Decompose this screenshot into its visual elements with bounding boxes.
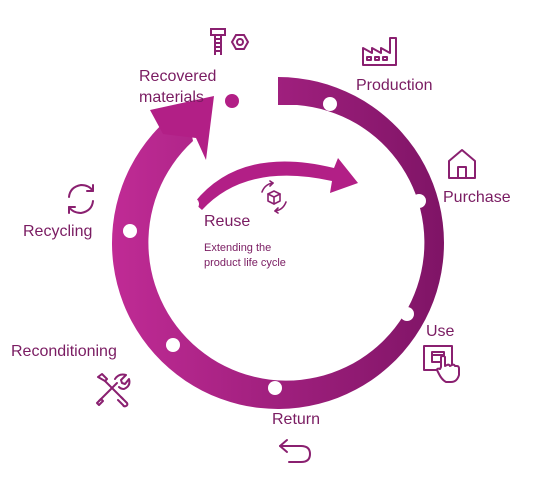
wrench-and-screwdriver-icon: [93, 371, 131, 414]
reuse-cube-icon: [257, 180, 291, 219]
production-label: Production: [356, 77, 433, 94]
reuse-description-line2: product life cycle: [204, 257, 286, 269]
marker-purchase: [412, 194, 426, 208]
reconditioning-label: Reconditioning: [11, 343, 117, 360]
marker-production: [323, 97, 337, 111]
marker-return: [268, 381, 282, 395]
return-arrow-icon: [277, 436, 313, 471]
bolt-and-nut-icon: [209, 26, 251, 63]
reuse-arc: [194, 158, 358, 210]
recovered-materials-label-line2: materials: [139, 89, 204, 106]
purchase-label: Purchase: [443, 189, 511, 206]
recovered-materials-label-line1: Recovered: [139, 68, 217, 85]
circular-arrows-icon: [62, 180, 100, 223]
marker-reconditioning: [166, 338, 180, 352]
factory-icon: [361, 34, 403, 73]
recycling-label: Recycling: [23, 223, 93, 240]
hand-tapping-box-icon: [421, 343, 463, 390]
reuse-label: Reuse: [204, 213, 251, 230]
use-label: Use: [426, 323, 455, 340]
reuse-description-line1: Extending the: [204, 242, 272, 254]
marker-recovered-materials: [225, 94, 239, 108]
outer-cycle-arrowhead: [150, 96, 214, 160]
return-label: Return: [272, 411, 321, 428]
house-icon: [446, 147, 478, 186]
marker-reuse: [187, 198, 199, 210]
marker-recycling: [123, 224, 137, 238]
marker-use: [400, 307, 414, 321]
